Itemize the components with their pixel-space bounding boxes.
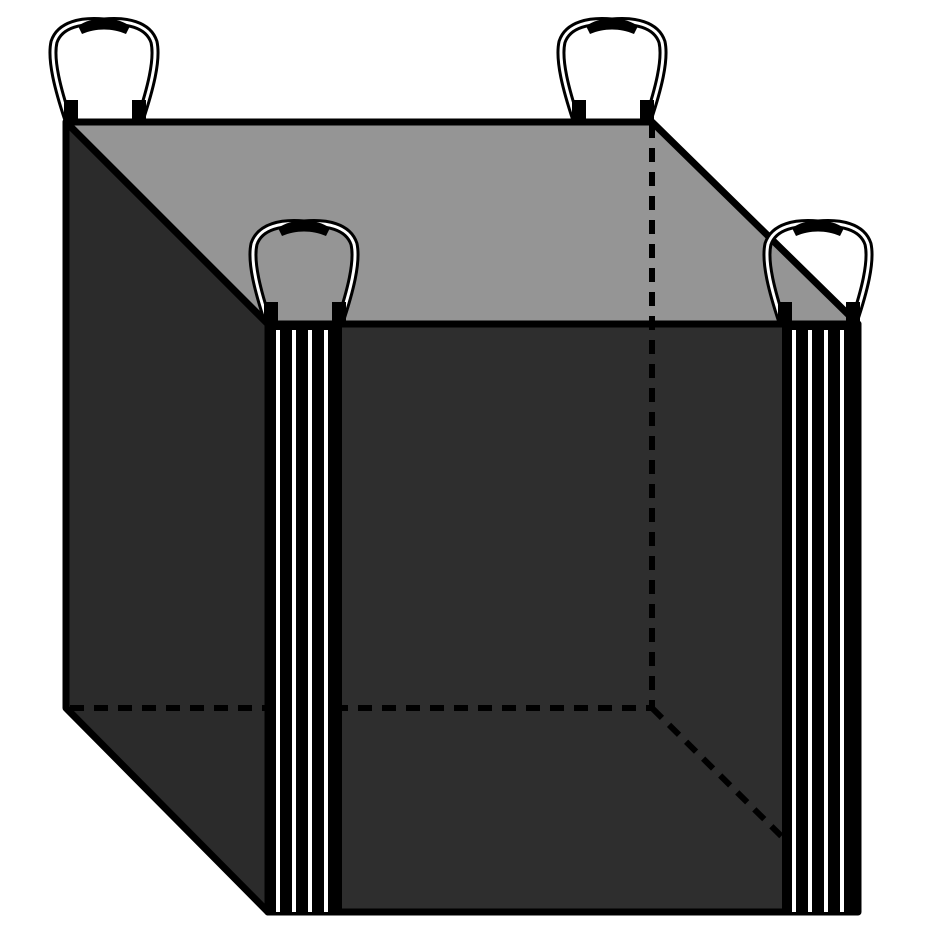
lifting-loop-back-left bbox=[48, 17, 160, 125]
lifting-loop-back-right bbox=[556, 17, 668, 125]
lifting-loop-front-right bbox=[762, 219, 874, 327]
front-right-belt bbox=[782, 324, 860, 914]
lifting-loop-front-left bbox=[248, 219, 360, 327]
hidden-edges bbox=[70, 124, 859, 913]
bag-front-face bbox=[268, 324, 858, 912]
front-left-belt bbox=[266, 324, 342, 914]
